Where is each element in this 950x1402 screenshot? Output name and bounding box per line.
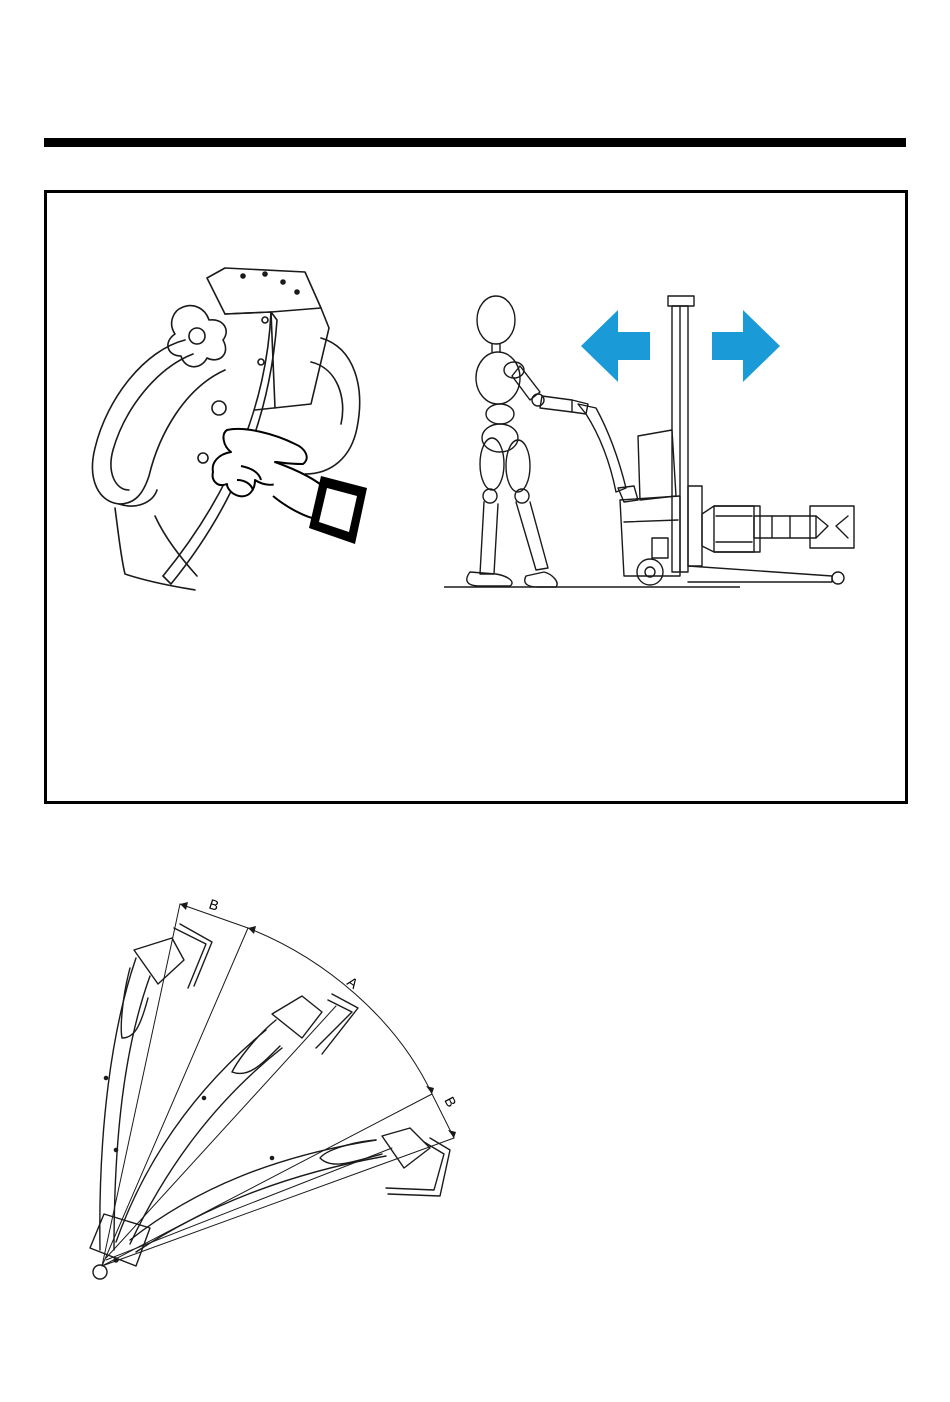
header-rule xyxy=(44,138,906,147)
right-arrow-icon xyxy=(712,310,780,382)
label-b-right: B xyxy=(441,1094,460,1110)
handle-button-illustration xyxy=(85,258,385,598)
operator-stacker-illustration xyxy=(440,290,880,600)
label-a: A xyxy=(344,973,361,992)
tiller-range-diagram: B A B xyxy=(76,888,476,1288)
label-b-top: B xyxy=(207,896,221,914)
left-arrow-icon xyxy=(581,310,650,382)
